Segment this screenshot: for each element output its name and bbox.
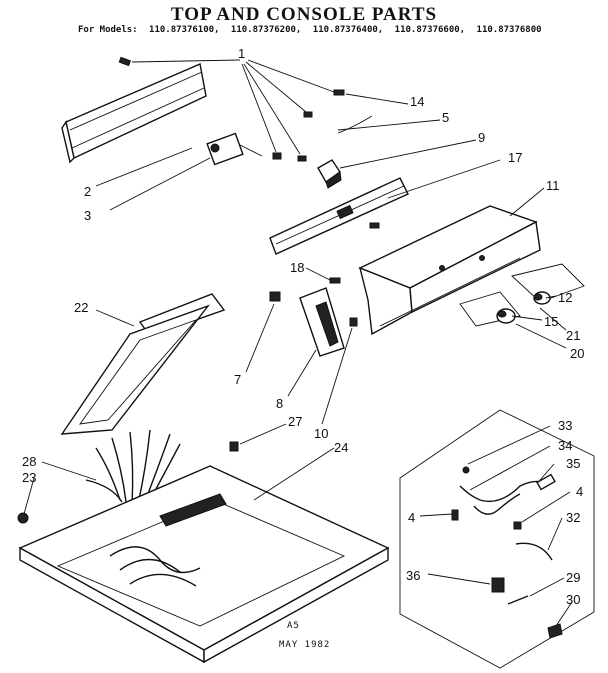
model-number: 110.87376100, <box>149 25 220 35</box>
part-switch-3 <box>206 132 263 166</box>
figure-code: A5 <box>287 621 300 631</box>
part-bezel-8 <box>299 287 345 357</box>
callout-30: 30 <box>566 592 580 607</box>
diagram-title: TOP AND CONSOLE PARTS <box>170 4 438 25</box>
callout-4: 4 <box>408 510 415 525</box>
part-console-11 <box>358 205 541 336</box>
model-number: 110.87376600, <box>394 25 466 35</box>
figure-date: MAY 1982 <box>279 640 331 650</box>
callout-32: 32 <box>566 510 580 525</box>
leader-lines <box>23 59 573 627</box>
callout-10: 10 <box>314 426 328 441</box>
part-cord-35 <box>459 466 556 515</box>
callout-7: 7 <box>234 372 241 387</box>
part-screw-4 <box>513 521 522 530</box>
model-number: 110.87376800 <box>476 25 542 35</box>
callout-18: 18 <box>290 260 304 275</box>
part-bracket-2 <box>61 63 207 164</box>
part-screw <box>118 56 132 67</box>
part-knob-12 <box>533 291 551 305</box>
part-screw-10 <box>349 317 358 327</box>
callout-22: 22 <box>74 300 88 315</box>
callout-1: 1 <box>238 46 245 61</box>
part-clip-7 <box>269 291 281 302</box>
part-rail-17 <box>269 177 409 255</box>
callout-21: 21 <box>566 328 580 343</box>
callout-27: 27 <box>288 414 302 429</box>
callout-2: 2 <box>84 184 91 199</box>
callout-24: 24 <box>334 440 348 455</box>
part-screw-23 <box>17 512 29 524</box>
part-screw-27 <box>229 441 239 452</box>
part-clip-9 <box>317 159 342 189</box>
part-screw <box>297 155 307 162</box>
model-number: 110.87376200, <box>230 25 302 35</box>
callout-11: 11 <box>546 178 560 193</box>
part-wire-14 <box>337 115 373 134</box>
callout-3: 3 <box>84 208 91 223</box>
part-screw-4 <box>451 509 459 521</box>
part-wire-32 <box>515 542 553 561</box>
callout-33: 33 <box>558 418 572 433</box>
callout-35: 35 <box>566 456 580 471</box>
models-prefix: For Models: <box>78 25 138 35</box>
callout-12: 12 <box>558 290 572 305</box>
callout-28: 28 <box>22 454 36 469</box>
callout-15: 15 <box>544 314 558 329</box>
part-screw-18 <box>329 277 341 284</box>
part-screw <box>333 89 345 96</box>
part-plate-21 <box>459 263 585 327</box>
part-lint-cover-22 <box>60 293 226 435</box>
callout-14: 14 <box>410 94 424 109</box>
model-number: 110.87376400, <box>312 25 384 35</box>
callout-29: 29 <box>566 570 580 585</box>
part-top-24 <box>18 465 390 664</box>
part-screw <box>272 152 282 160</box>
callout-9: 9 <box>478 130 485 145</box>
callout-34: 34 <box>558 438 572 453</box>
callout-20: 20 <box>570 346 584 361</box>
part-pin-29 <box>507 595 529 605</box>
part-block-36 <box>491 577 505 593</box>
callout-36: 36 <box>406 568 420 583</box>
callout-8: 8 <box>276 396 283 411</box>
part-screw <box>303 111 313 118</box>
model-list: For Models: 110.87376100, 110.87376200, … <box>78 25 548 35</box>
callout-4: 4 <box>576 484 583 499</box>
part-clip-30 <box>547 623 563 639</box>
callout-5: 5 <box>442 110 449 125</box>
callout-17: 17 <box>508 150 522 165</box>
inset-box <box>399 409 595 669</box>
callout-23: 23 <box>22 470 36 485</box>
callouts: 1 14 5 9 17 11 2 3 18 12 15 21 20 22 7 8… <box>22 46 584 607</box>
